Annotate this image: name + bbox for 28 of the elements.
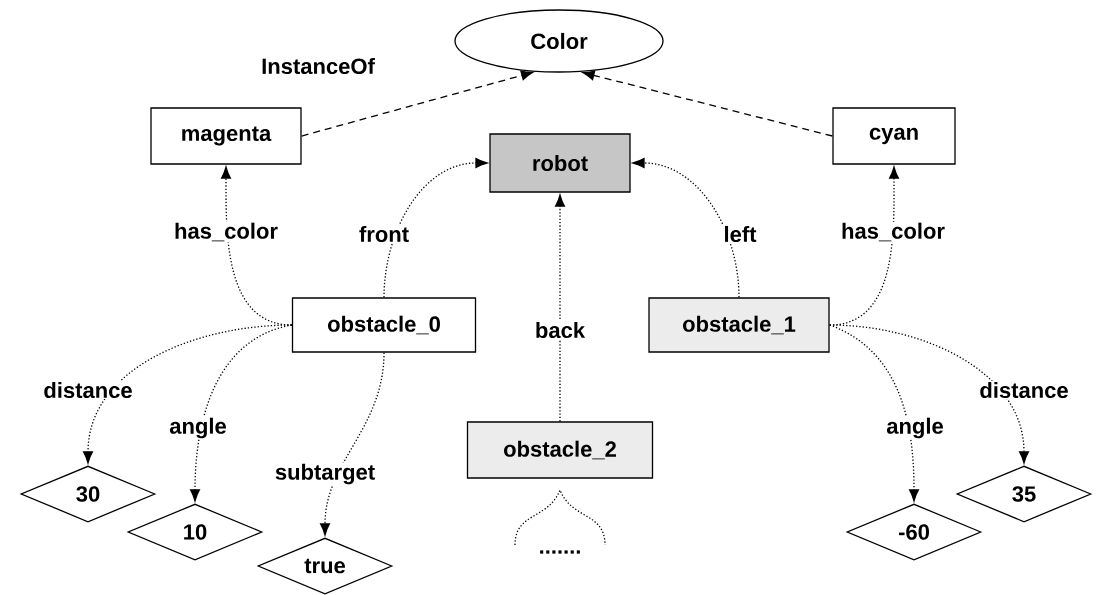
arrow — [829, 324, 919, 502]
edge-label: subtarget — [273, 462, 377, 486]
edge-label: has_color — [840, 221, 946, 243]
instance-box: obstacle_2 — [466, 421, 654, 479]
edge-label: has_color — [173, 221, 279, 243]
edge-label: back — [533, 320, 587, 340]
arrow — [320, 352, 385, 536]
instance-box: cyan — [832, 107, 956, 165]
arrow — [829, 324, 1029, 464]
edge-label: front — [357, 224, 411, 244]
edge-label: angle — [168, 416, 228, 440]
arrow — [555, 194, 565, 422]
instance-box: obstacle_0 — [291, 297, 477, 353]
edge-label: distance — [978, 380, 1070, 400]
edge-label: InstanceOf — [260, 56, 376, 76]
edge-label: distance — [42, 380, 134, 400]
arrow — [383, 158, 488, 298]
arrow — [632, 158, 740, 298]
arrow — [190, 324, 293, 502]
arrow — [221, 166, 293, 326]
instance-box: robot — [489, 133, 631, 193]
edge-label: left — [722, 224, 758, 244]
arrow — [301, 70, 534, 137]
instance-box: magenta — [150, 107, 302, 165]
instance-box: obstacle_1 — [648, 297, 830, 353]
arrow — [582, 70, 833, 137]
edge-label: angle — [885, 416, 945, 440]
ellipsis-text: ....... — [540, 550, 580, 554]
